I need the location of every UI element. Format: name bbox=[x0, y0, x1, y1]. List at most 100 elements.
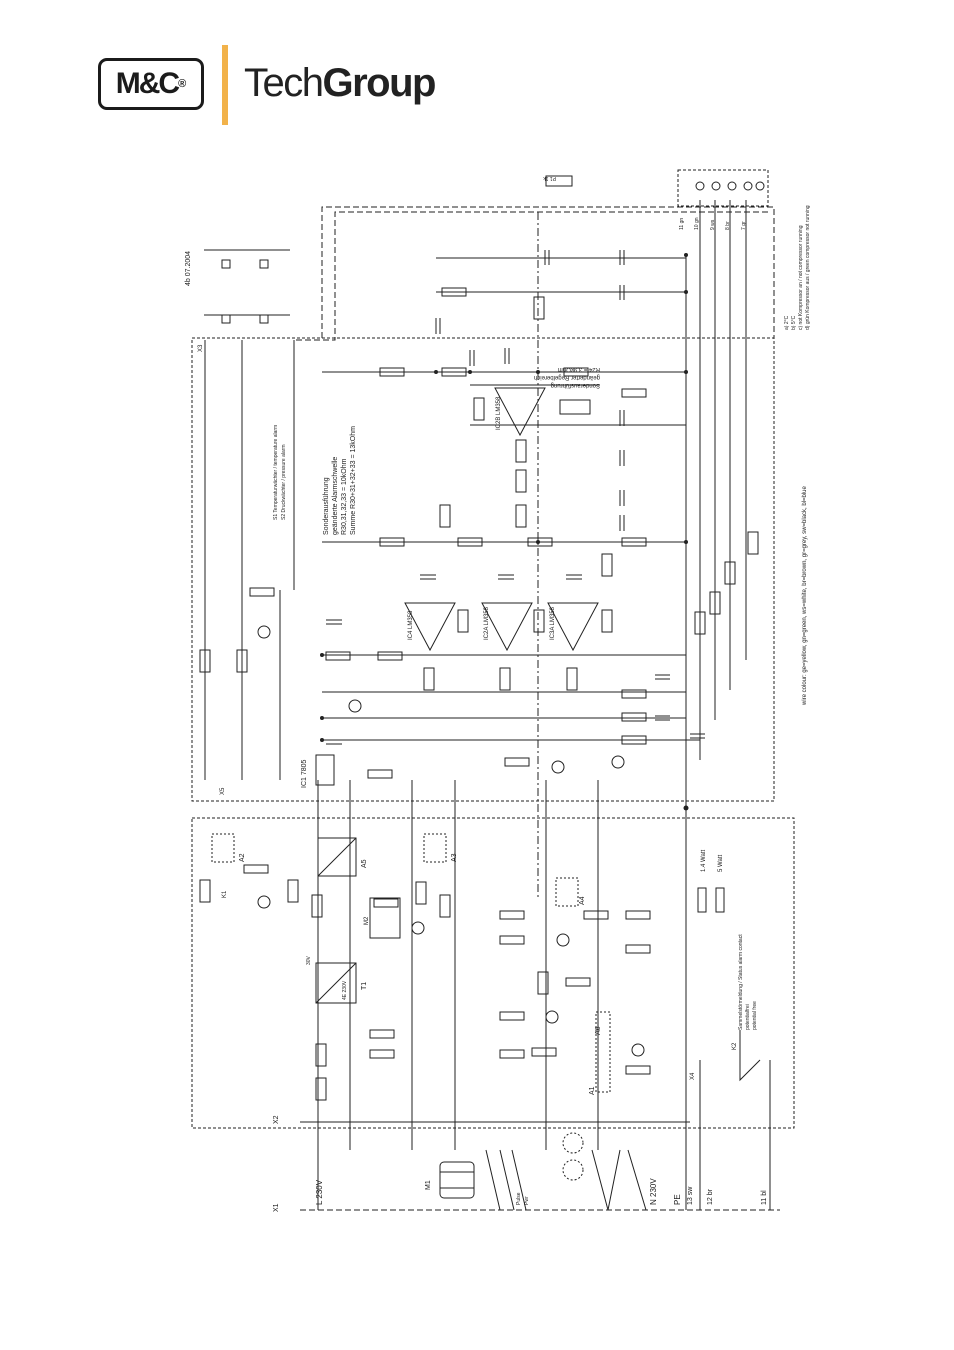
ic2b-label: IC2B LM358 bbox=[496, 396, 502, 430]
output-legend-b: b) 5°C bbox=[791, 315, 797, 330]
board-upper-outline bbox=[191, 337, 775, 802]
special-note-2-line3: R24 = 3,9kOhm bbox=[558, 366, 600, 372]
output-connector bbox=[677, 169, 769, 207]
terminal-x3: X3 bbox=[198, 344, 204, 352]
opamp-ic4 bbox=[547, 602, 599, 652]
m1-coil-lines bbox=[440, 1171, 474, 1189]
m1-label: M1 bbox=[425, 1180, 432, 1190]
wire-colour-note: wire colour: ge=yellow, gn=green, ws=whi… bbox=[802, 485, 808, 706]
k1-label: K1 bbox=[222, 890, 228, 898]
p1-label: P1 1k bbox=[543, 175, 556, 181]
cable-12-br: 12 br bbox=[707, 1188, 714, 1205]
t1-secondary: 30V bbox=[306, 955, 312, 965]
a2-opto bbox=[211, 833, 235, 863]
transistors bbox=[257, 625, 645, 1057]
special-note-2-line2: geänderter Regelbereich bbox=[534, 374, 600, 380]
output-legend-d: d) grün Kompressor aus / green compresso… bbox=[805, 205, 811, 330]
board-upper-extension bbox=[321, 206, 775, 338]
alarm-note-3: potential free bbox=[752, 1001, 758, 1030]
bus-wires bbox=[317, 780, 599, 1210]
opamp-ic2a bbox=[481, 602, 533, 652]
sensor-switches bbox=[221, 259, 269, 324]
cable-11-gn: 11 gn bbox=[679, 218, 685, 230]
cable-9-ws: 9 ws bbox=[710, 219, 716, 230]
mc-techgroup-logo: M&C® TechGroup bbox=[98, 45, 458, 125]
t1-diagonal bbox=[315, 962, 357, 1004]
a3-opto bbox=[423, 833, 447, 863]
t1-primary: 4E 230V bbox=[342, 980, 348, 1000]
output-leds bbox=[695, 181, 765, 191]
fuse-note-2: 5 Watt bbox=[718, 855, 724, 872]
logo-divider-bar bbox=[222, 45, 228, 125]
a1-a6-opto bbox=[595, 1011, 611, 1093]
t1-label: T1 bbox=[361, 982, 368, 990]
m1-motor-winding bbox=[439, 1161, 475, 1199]
special-note-1-line1: Sonderausführung bbox=[323, 477, 330, 535]
resistors-upper bbox=[199, 175, 759, 779]
cable-7-gr: 7 gr bbox=[741, 221, 747, 230]
k2-label: K2 bbox=[732, 1042, 738, 1050]
a3-label: A3 bbox=[451, 853, 458, 862]
a6-label: A6 bbox=[595, 1026, 602, 1035]
terminal-x1: X1 bbox=[273, 1203, 280, 1212]
sensor-legend-1: S1 Temperaturwächter / temperature alarm bbox=[273, 425, 279, 520]
a4-opto bbox=[555, 877, 579, 907]
ic1-7805 bbox=[315, 754, 335, 786]
cable-11-bl: 11 bl bbox=[761, 1190, 768, 1205]
fuse-note-1: 1.4 Watt bbox=[701, 850, 707, 872]
output-legend-a: a) 2°C bbox=[784, 315, 790, 330]
mc-brand: M&C bbox=[115, 67, 180, 100]
ic2a-label: IC2A LM358 bbox=[484, 606, 490, 640]
pulse-label: Pulse bbox=[516, 1192, 522, 1205]
special-note-1-line4: Summe R30+31+32+33 = 13kOhm bbox=[350, 426, 357, 535]
c2-capacitor bbox=[562, 1159, 584, 1181]
terminal-x5: X5 bbox=[220, 787, 226, 795]
m2-label: M2 bbox=[364, 916, 370, 925]
mc-registered-mark: ® bbox=[178, 78, 187, 90]
alarm-note-2: potentialfrei bbox=[745, 1004, 751, 1030]
schematic-wires bbox=[191, 169, 795, 1211]
cable-8-br: 8 br bbox=[725, 221, 731, 230]
alarm-contact-wires bbox=[699, 1030, 771, 1210]
pwr-label: Pwr bbox=[524, 1196, 530, 1205]
techgroup-suffix: Group bbox=[322, 61, 437, 105]
mc-logo-text: M&C® bbox=[98, 58, 204, 110]
cable-10-gn: 10 gn bbox=[694, 217, 700, 230]
special-note-2-line1: Sonderausführung bbox=[551, 382, 600, 388]
terminal-x4: X4 bbox=[690, 1072, 696, 1080]
junction-dots bbox=[320, 253, 689, 811]
motor-leads bbox=[485, 1149, 647, 1211]
a5-module bbox=[317, 837, 357, 877]
left-wires bbox=[204, 340, 295, 780]
a5-diagonal bbox=[317, 837, 357, 877]
ic4-label: IC3A LM358 bbox=[550, 606, 556, 640]
m2-relay-box bbox=[369, 897, 401, 939]
special-note-1-line3: R30,31,32,33 = 10kOhm bbox=[341, 458, 348, 535]
t1-transformer bbox=[315, 962, 357, 1004]
opamp-ic2b bbox=[494, 387, 546, 437]
a1-label: A1 bbox=[589, 1086, 596, 1095]
c1-capacitor bbox=[562, 1132, 584, 1154]
opamp-ic3a bbox=[404, 602, 456, 652]
output-legend-c: c) not Kompressor an / not compressor ru… bbox=[798, 225, 804, 330]
mc-logo-box bbox=[98, 58, 204, 110]
cable-13-sw: 13 sw bbox=[687, 1186, 694, 1205]
sensor-legend-2: S2 Druckwächter / pressure alarm bbox=[281, 444, 287, 520]
a2-label: A2 bbox=[239, 853, 246, 862]
dashdot-line-1 bbox=[296, 211, 770, 341]
supply-n: N 230V bbox=[649, 1178, 658, 1205]
techgroup-prefix: Tech bbox=[244, 61, 324, 105]
revision-label: 4b 07.2004 bbox=[185, 251, 192, 286]
sensor-switch-lines bbox=[204, 249, 290, 316]
schematic-labels: 4b 07.2004 S1 Temperaturwächter / temper… bbox=[185, 175, 811, 1212]
board-lower-outline bbox=[191, 817, 795, 1129]
rails bbox=[322, 371, 700, 741]
capacitors bbox=[326, 250, 705, 745]
alarm-note-1: Sammelstörmeldung / Status alarm contact bbox=[738, 934, 744, 1030]
resistors-lower bbox=[199, 864, 725, 1101]
ic3a-label: IC4 LM358 bbox=[408, 610, 414, 640]
special-note-1-line2: geänderte Alarmschwelle bbox=[332, 457, 339, 535]
right-wires bbox=[685, 200, 747, 1210]
techgroup-wordmark: TechGroup bbox=[244, 61, 437, 106]
